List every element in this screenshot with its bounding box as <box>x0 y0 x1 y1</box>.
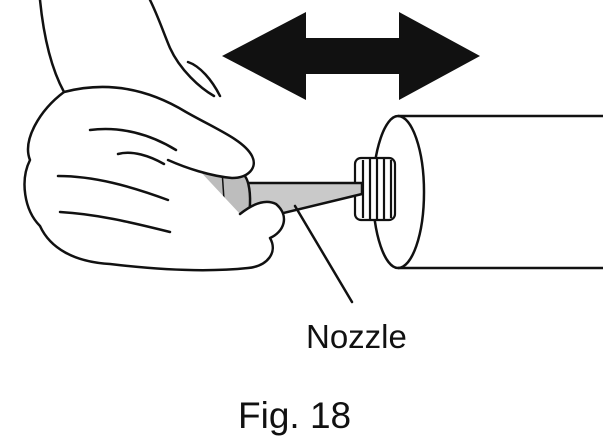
nozzle-callout-label: Nozzle <box>306 318 407 355</box>
double-arrow-icon <box>222 12 480 100</box>
cartridge-tube <box>371 114 603 270</box>
hand-illustration <box>23 0 286 272</box>
callout-leader-line <box>293 204 354 304</box>
threaded-neck <box>353 156 397 222</box>
figure-caption: Fig. 18 <box>238 395 351 436</box>
